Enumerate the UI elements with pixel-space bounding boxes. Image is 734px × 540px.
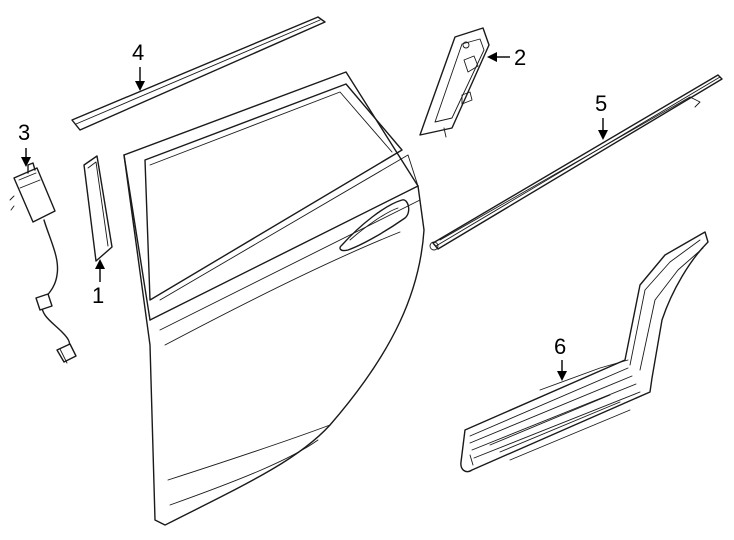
callout-4: 4 xyxy=(132,40,144,65)
part-2-corner-applique xyxy=(419,27,490,138)
part-6-lower-molding xyxy=(460,231,709,473)
part-5-weatherstrip xyxy=(429,74,723,251)
callout-3: 3 xyxy=(18,120,30,145)
callout-1: 1 xyxy=(92,283,104,308)
callout-2: 2 xyxy=(514,45,526,70)
part-4-molding-strip xyxy=(71,16,326,131)
leader-arrows xyxy=(21,52,608,381)
callout-5: 5 xyxy=(595,91,607,116)
callout-6: 6 xyxy=(554,334,566,359)
part-3-sensor-module xyxy=(9,162,77,364)
rear-door-panel xyxy=(123,71,425,526)
part-1-pillar-trim xyxy=(83,155,113,262)
